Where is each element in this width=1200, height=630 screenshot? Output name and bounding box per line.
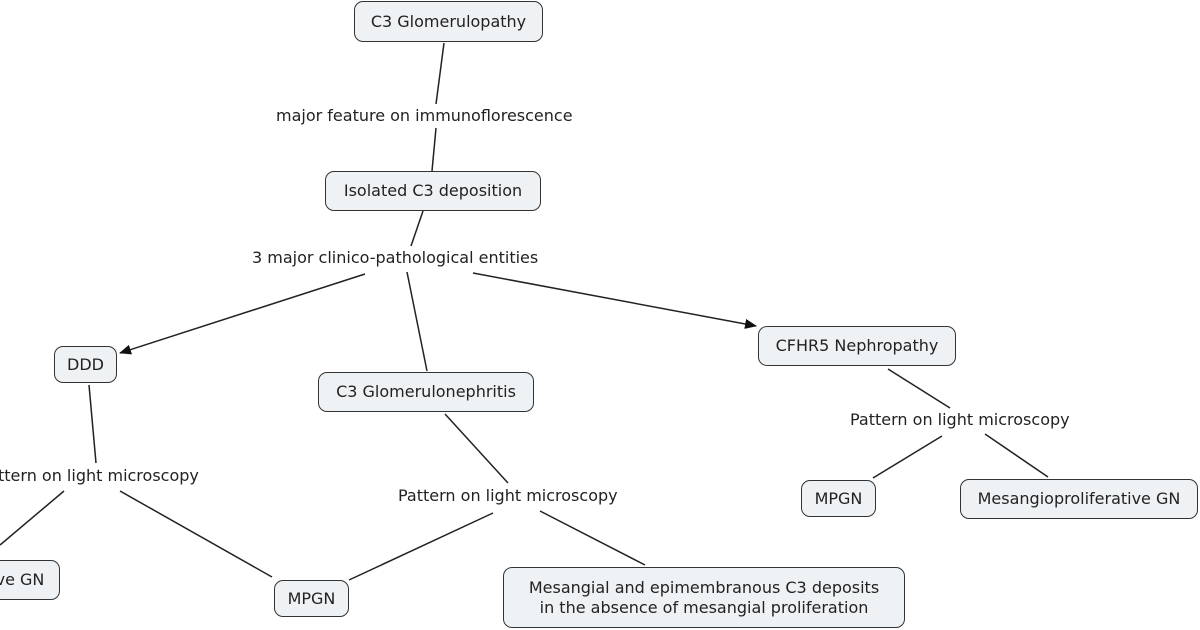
node-cfhr5-nephropathy[interactable]: CFHR5 Nephropathy: [758, 326, 956, 366]
node-isolated-c3-deposition[interactable]: Isolated C3 deposition: [325, 171, 541, 211]
link-pattern-ddd: ttern on light microscopy: [0, 466, 201, 486]
edge-pattern-to-mesangial: [539, 510, 646, 566]
node-mesangial-line-2: in the absence of mesangial proliferatio…: [539, 597, 869, 617]
link-major-feature: major feature on immunoflorescence: [274, 106, 575, 126]
edge-cfhr5-to-pattern: [887, 368, 951, 409]
node-mesangioproliferative-gn-left[interactable]: ve GN: [0, 560, 60, 600]
edge-pattern-to-mpgn-mid: [348, 512, 494, 581]
link-entities: 3 major clinico-pathological entities: [250, 248, 541, 268]
node-mesangial-epimembranous[interactable]: Mesangial and epimembranous C3 deposits …: [503, 567, 905, 628]
edge-entities-to-c3gn: [406, 271, 428, 372]
edge-label-to-iso: [431, 127, 437, 172]
edge-pattern-to-mpgn-right: [872, 435, 943, 479]
node-mesangioproliferative-gn[interactable]: Mesangioproliferative GN: [960, 479, 1198, 519]
edge-ddd-to-pattern: [88, 384, 97, 464]
link-pattern-cfhr5: Pattern on light microscopy: [848, 410, 1072, 430]
edge-entities-to-ddd: [119, 273, 366, 355]
node-ddd[interactable]: DDD: [54, 346, 117, 383]
edge-c3g-to-label: [435, 42, 445, 105]
edge-pattern-to-mpgn: [119, 490, 273, 578]
link-pattern-c3gn: Pattern on light microscopy: [396, 486, 620, 506]
edge-pattern-to-mesangioprolif: [984, 433, 1049, 478]
node-mpgn-right[interactable]: MPGN: [801, 480, 876, 517]
node-mesangial-line-1: Mesangial and epimembranous C3 deposits: [528, 577, 880, 597]
node-mpgn-middle[interactable]: MPGN: [274, 580, 349, 617]
node-c3-glomerulonephritis[interactable]: C3 Glomerulonephritis: [318, 372, 534, 412]
edge-pattern-to-left: [0, 490, 65, 546]
node-c3-glomerulopathy[interactable]: C3 Glomerulopathy: [354, 1, 543, 42]
edge-c3gn-to-pattern: [444, 413, 509, 484]
edge-iso-to-entities: [410, 210, 424, 247]
edge-entities-to-cfhr5: [472, 272, 757, 329]
